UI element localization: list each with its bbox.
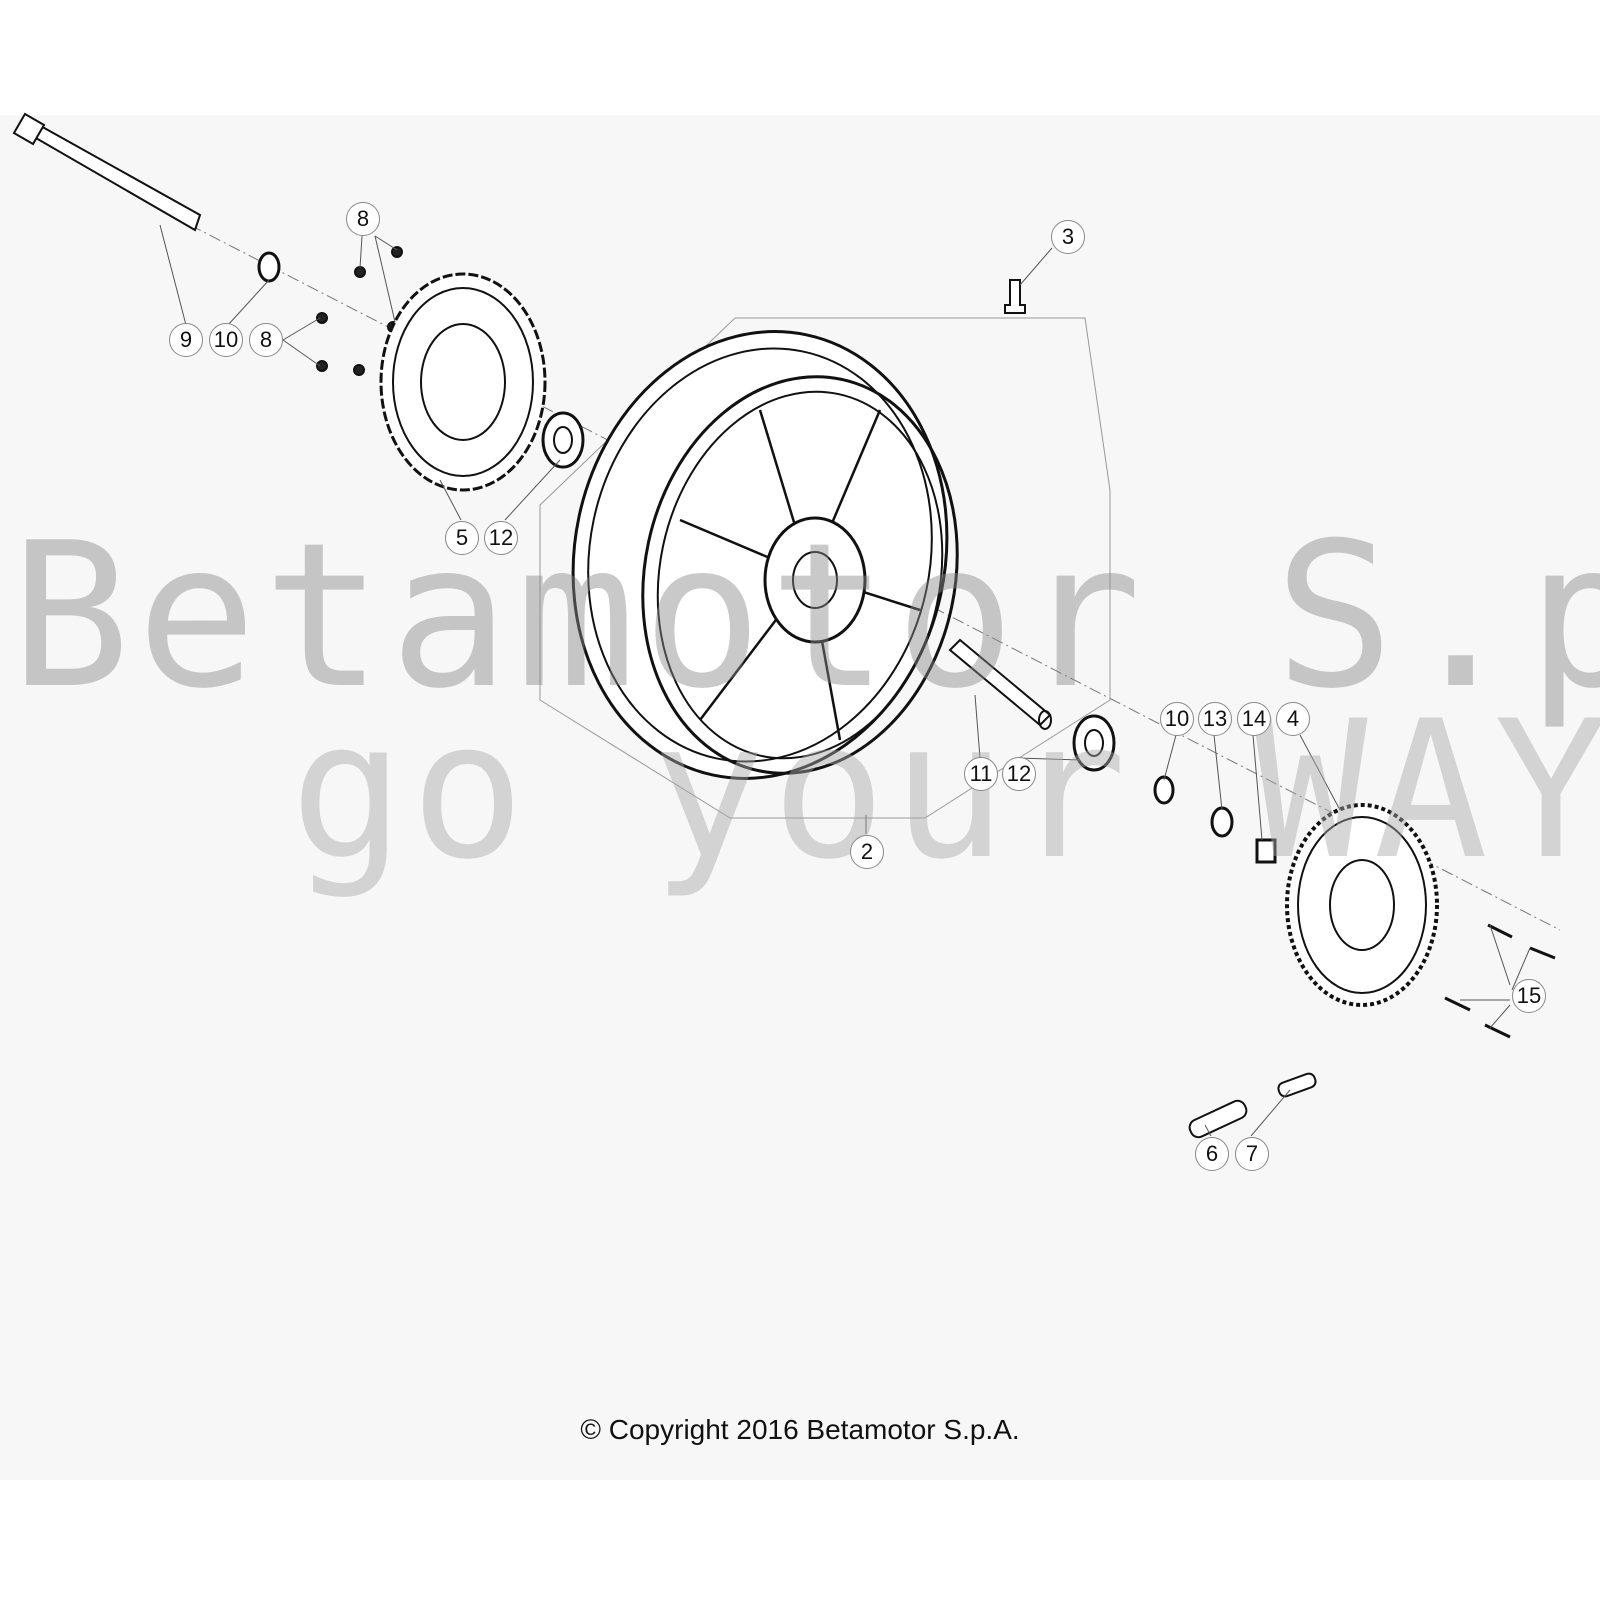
bushing-14 <box>1255 838 1277 864</box>
spacer-10 <box>257 251 281 283</box>
rear-axle <box>12 112 202 232</box>
callout-9[interactable]: 9 <box>169 323 203 357</box>
copyright-notice: © Copyright 2016 Betamotor S.p.A. <box>580 1414 1020 1445</box>
rear-sprocket <box>1285 803 1439 1007</box>
callout-14[interactable]: 14 <box>1237 702 1271 736</box>
leader-lines <box>159 224 1531 1137</box>
callout-10[interactable]: 10 <box>1160 702 1194 736</box>
callout-15[interactable]: 15 <box>1512 979 1546 1013</box>
callout-7[interactable]: 7 <box>1235 1137 1269 1171</box>
chain-master-link <box>1188 1099 1248 1139</box>
bearing-left <box>541 411 585 469</box>
brake-disc-bolts <box>316 246 403 376</box>
tire-valve <box>1004 279 1026 314</box>
callout-8[interactable]: 8 <box>249 323 283 357</box>
callout-13[interactable]: 13 <box>1198 702 1232 736</box>
chain-link-clip <box>1277 1072 1317 1098</box>
callout-3[interactable]: 3 <box>1051 220 1085 254</box>
sprocket-bolts <box>1444 923 1556 1039</box>
wheel-spacer-tube <box>948 638 1052 730</box>
callout-12[interactable]: 12 <box>484 521 518 555</box>
callout-4[interactable]: 4 <box>1276 702 1310 736</box>
callout-6[interactable]: 6 <box>1195 1137 1229 1171</box>
callout-5[interactable]: 5 <box>445 521 479 555</box>
callout-2[interactable]: 2 <box>850 835 884 869</box>
callout-11[interactable]: 11 <box>964 757 998 791</box>
brake-disc <box>379 272 547 492</box>
spacer-10b <box>1153 775 1175 805</box>
callout-10[interactable]: 10 <box>209 323 243 357</box>
callout-8[interactable]: 8 <box>346 202 380 236</box>
wheel-assembly-outline <box>539 317 1111 819</box>
bearing-right <box>1072 714 1116 772</box>
rear-wheel <box>571 330 959 780</box>
callout-12[interactable]: 12 <box>1002 757 1036 791</box>
washer-13 <box>1210 806 1234 838</box>
